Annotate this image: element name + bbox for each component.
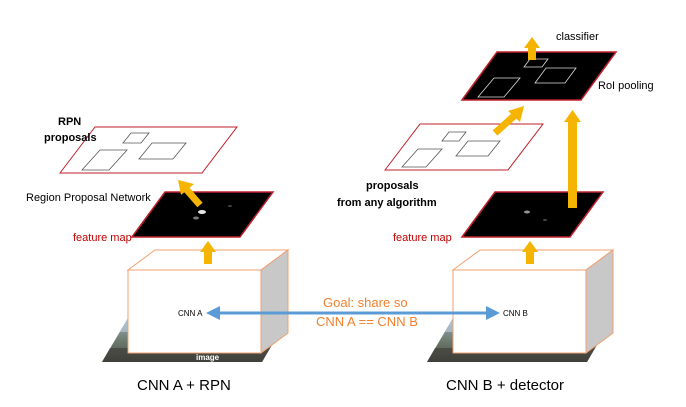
roi-pooling-label: RoI pooling [598, 80, 654, 92]
arrow-featuremap-to-proposals-left [178, 180, 203, 208]
goal-line1: Goal: share so [323, 295, 408, 310]
cnn-a-label: CNN A [178, 309, 203, 318]
classifier-label: classifier [556, 31, 599, 43]
feature-map-label-left: feature map [73, 232, 132, 244]
external-proposals-label-line1: proposals [366, 180, 419, 192]
arrow-proposals-to-roi [492, 106, 524, 136]
external-proposals-label-line2: from any algorithm [337, 197, 437, 209]
arrow-cnn-to-featuremap-left [200, 241, 216, 264]
feature-map-label-right: feature map [393, 232, 452, 244]
shared-weights-arrow [206, 306, 500, 320]
external-proposals-plane [383, 123, 545, 171]
feature-map-right [460, 191, 605, 238]
arrow-featuremap-to-roi [564, 110, 581, 208]
image-label-left: image [196, 353, 220, 362]
roi-pooling-plane [460, 51, 618, 101]
cnn-b-label: CNN B [503, 309, 528, 318]
cnn-b-cube [451, 249, 615, 354]
rpn-proposals-label-line2: proposals [44, 132, 97, 144]
cnn-a-cube [126, 249, 290, 354]
title-left: CNN A + RPN [137, 377, 231, 394]
title-right: CNN B + detector [446, 377, 564, 394]
rpn-proposals-label-line1: RPN [58, 116, 81, 128]
feature-map-left [130, 191, 275, 238]
goal-line2: CNN A == CNN B [316, 314, 418, 329]
arrow-cnn-to-featuremap-right [522, 241, 538, 264]
arrow-roi-to-classifier [524, 37, 540, 60]
rpn-proposals-plane [58, 126, 239, 174]
rpn-label: Region Proposal Network [26, 192, 151, 204]
